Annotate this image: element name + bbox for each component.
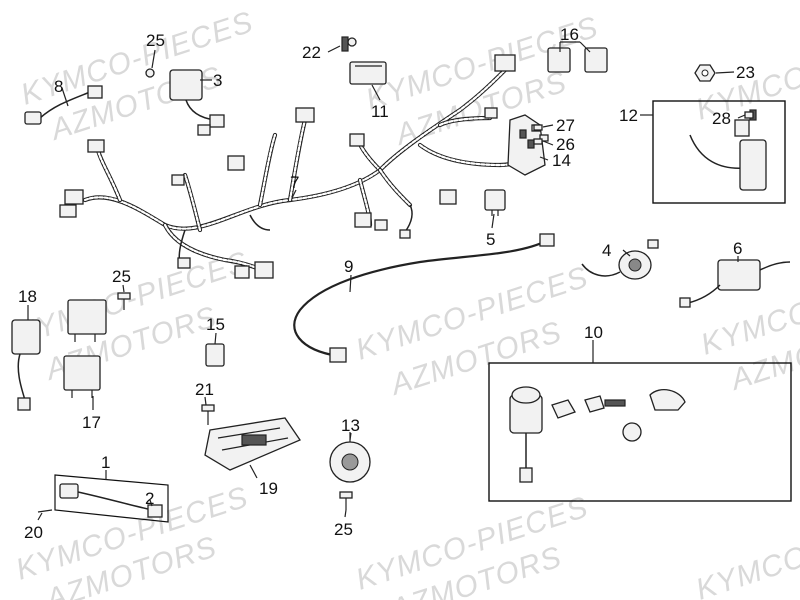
part-23-nut: [694, 64, 716, 82]
part-9-battery-cable: [293, 233, 555, 363]
part-15-fuse-holder: [205, 343, 225, 367]
part-4-ignition-switch: [581, 239, 659, 280]
callout-3: 3: [213, 71, 222, 90]
part-3-module: [145, 68, 225, 136]
part-18-relay: [11, 319, 41, 411]
callout-5: 5: [486, 230, 495, 249]
part-25-bolt-lower: [339, 491, 353, 510]
callout-labels: 25 8 3 22 11 16 23 12 28 27 26 14 7 5 9 …: [18, 25, 755, 542]
callout-21: 21: [195, 380, 214, 399]
part-19-ecu: [204, 417, 301, 471]
callout-17: 17: [82, 413, 101, 432]
callout-16: 16: [560, 25, 579, 44]
callout-11: 11: [371, 102, 389, 121]
leader-lines: [27, 41, 746, 521]
part-10-key-set: [488, 362, 792, 502]
part-14-fuse-box: [507, 114, 549, 176]
part-25-bolt: [117, 292, 131, 310]
part-12-relay-box: [652, 100, 786, 204]
callout-9: 9: [344, 257, 353, 276]
callout-28: 28: [712, 109, 731, 128]
callout-25: 25: [112, 267, 131, 286]
callout-26: 26: [556, 135, 575, 154]
callout-10: 10: [584, 323, 603, 342]
callout-23: 23: [736, 63, 755, 82]
callout-4: 4: [602, 241, 611, 260]
main-wire-harness: [59, 54, 533, 279]
part-8-cable: [24, 85, 103, 125]
callout-27: 27: [556, 116, 575, 135]
callout-12: 12: [619, 106, 638, 125]
callout-1: 1: [101, 453, 110, 472]
callout-22: 22: [302, 43, 321, 62]
part-5-relay: [484, 189, 506, 216]
callout-25: 25: [334, 520, 353, 539]
part-17-relays: [63, 299, 107, 398]
callout-19: 19: [259, 479, 278, 498]
callout-20: 20: [24, 523, 43, 542]
callout-15: 15: [206, 315, 225, 334]
callout-6: 6: [733, 239, 742, 258]
callout-2: 2: [145, 489, 154, 508]
callout-14: 14: [552, 151, 571, 170]
callout-8: 8: [54, 77, 63, 96]
watermark-text: KYMCO-PIECES: [692, 500, 800, 600]
part-13-horn: [329, 432, 371, 483]
part-6-module: [679, 259, 791, 308]
callout-18: 18: [18, 287, 37, 306]
callout-25: 25: [146, 31, 165, 50]
part-16-relays: [547, 47, 608, 73]
part-1-sensor-box: [37, 474, 169, 523]
callout-7: 7: [290, 173, 299, 192]
part-11-connector: [341, 36, 387, 85]
callout-13: 13: [341, 416, 360, 435]
part-21-bolt: [201, 404, 215, 425]
